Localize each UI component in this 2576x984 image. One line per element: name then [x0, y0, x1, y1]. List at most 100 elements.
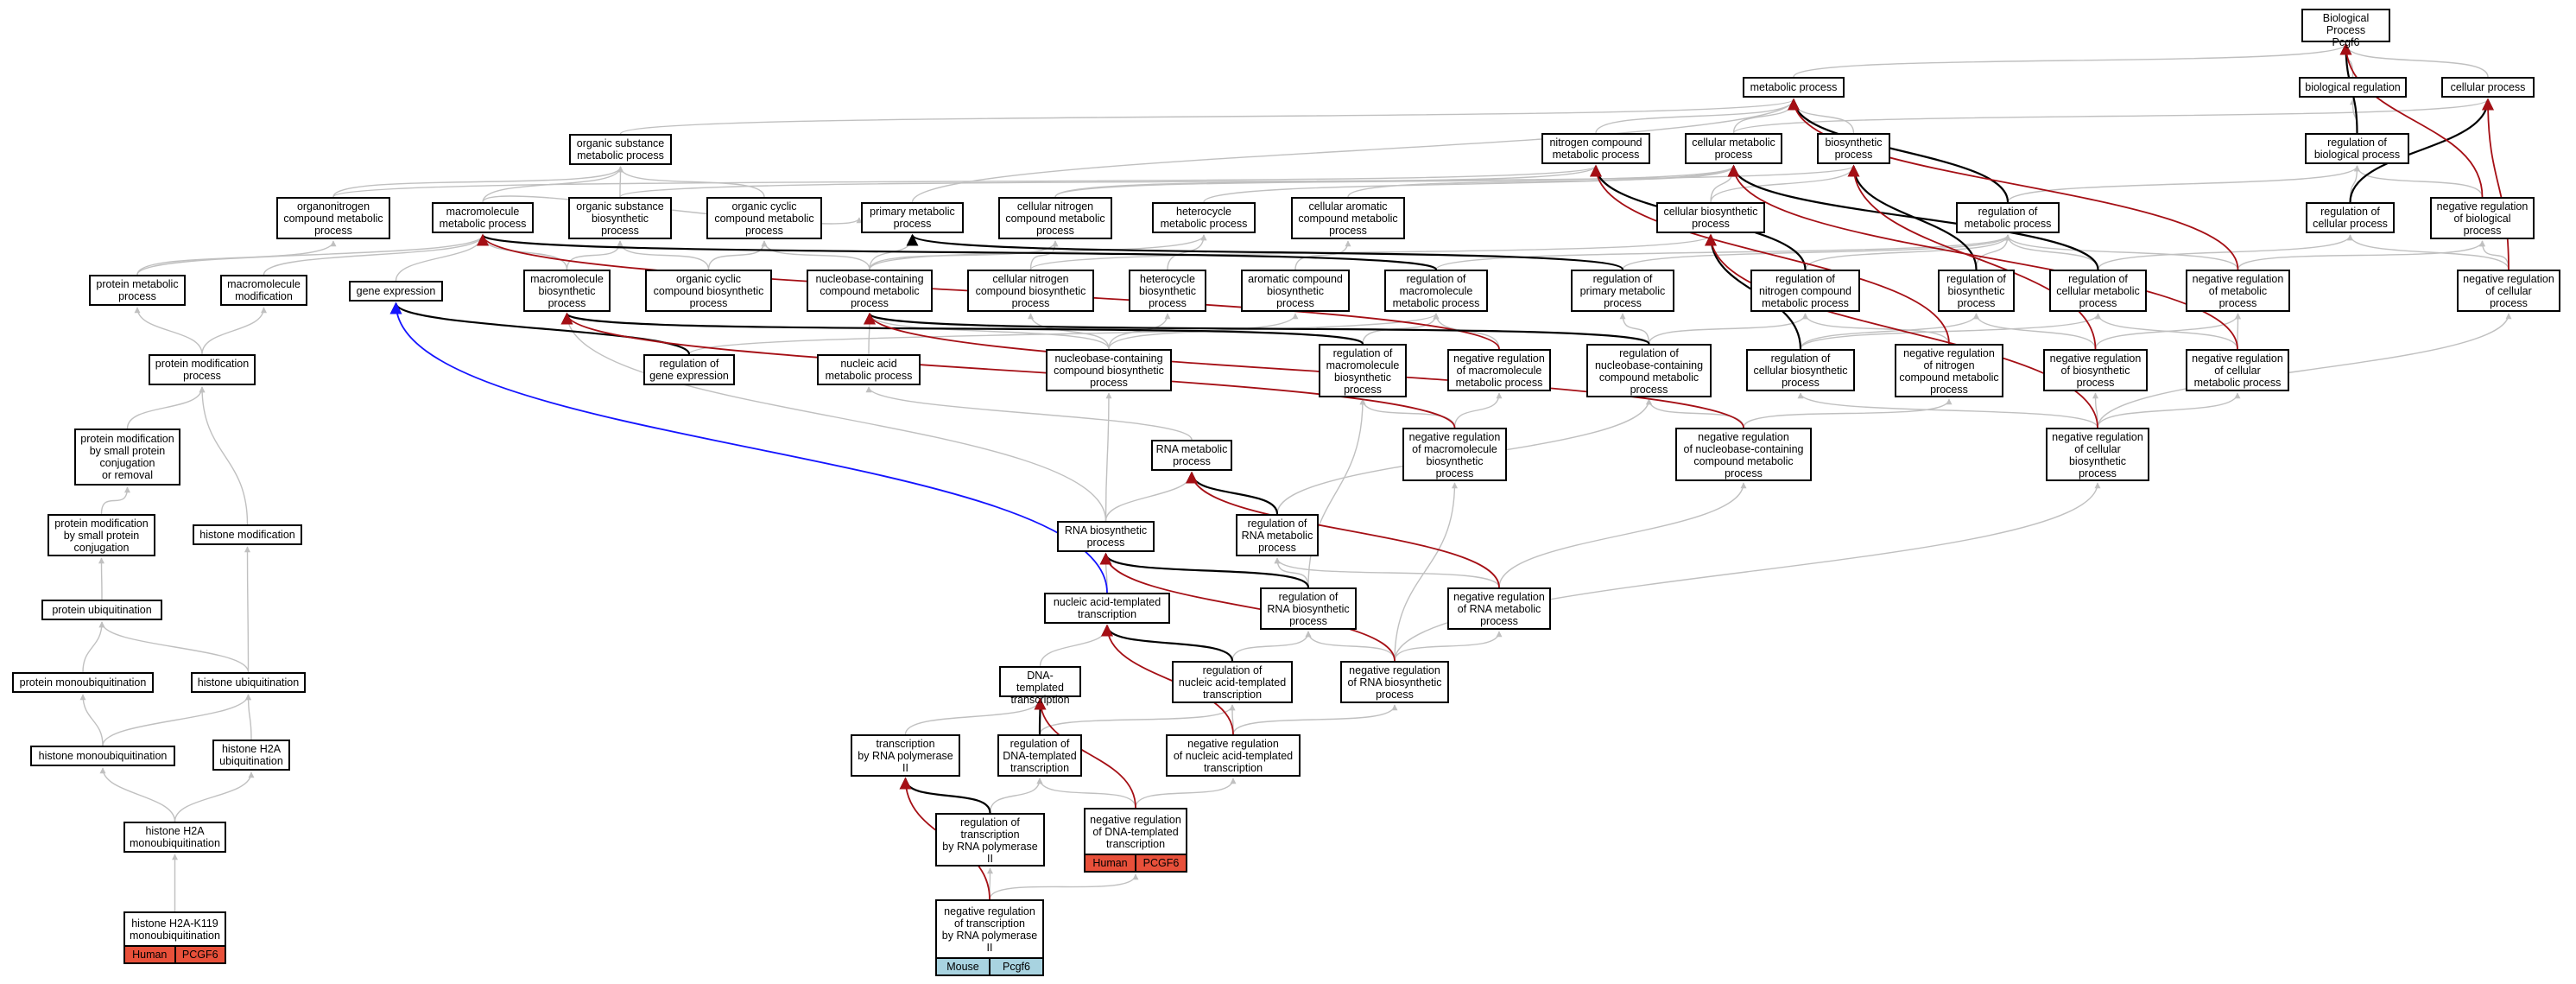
edge-neg_reg_cellular-to-reg_cellular_process	[2347, 234, 2510, 270]
node-transcription-by-rna-polymerase-ii[interactable]: transcription by RNA polymerase II	[851, 734, 960, 777]
node-gene-expression[interactable]: gene expression	[349, 281, 443, 302]
node-aromatic-compound-biosynthetic-process[interactable]: aromatic compound biosynthetic process	[1241, 270, 1350, 312]
node-histone-modification[interactable]: histone modification	[193, 524, 302, 545]
node-cellular-nitrogen-compound-metabolic-process[interactable]: cellular nitrogen compound metabolic pro…	[998, 197, 1112, 239]
node-rna-metabolic-process[interactable]: RNA metabolic process	[1151, 440, 1232, 471]
node-negative-regulation-of-macromolecule-metabolic-process[interactable]: negative regulation of macromolecule met…	[1447, 349, 1551, 391]
node-nucleobase-containing-compound-biosynthetic-process[interactable]: nucleobase-containing compound biosynthe…	[1046, 349, 1172, 391]
node-heterocycle-biosynthetic-process[interactable]: heterocycle biosynthetic process	[1129, 270, 1206, 312]
node-rna-biosynthetic-process[interactable]: RNA biosynthetic process	[1057, 521, 1155, 552]
edge-metabolic_process-to-bp	[1793, 43, 2349, 78]
node-organic-cyclic-compound-biosynthetic-process[interactable]: organic cyclic compound biosynthetic pro…	[645, 270, 772, 312]
node-nitrogen-compound-metabolic-process[interactable]: nitrogen compound metabolic process	[1541, 133, 1650, 164]
node-negative-regulation-of-nitrogen-compound-metabolic-process[interactable]: negative regulation of nitrogen compound…	[1895, 344, 2003, 397]
edge-gene_expression-to-macromolecule_metabolic	[395, 234, 486, 282]
node-negative-regulation-of-metabolic-process[interactable]: negative regulation of metabolic process	[2186, 270, 2290, 312]
node-nucleobase-containing-compound-metabolic-process[interactable]: nucleobase-containing compound metabolic…	[807, 270, 933, 312]
edge-rna_metabolic-to-nucleic_acid_metabolic	[865, 386, 1193, 441]
edge-neg_reg_rna_metabolic-to-reg_rna_metabolic	[1274, 557, 1500, 588]
edge-protein_metabolic-to-macromolecule_metabolic	[136, 234, 486, 276]
edge-reg_transcription_rnap2-to-transcription_rnap2	[899, 777, 991, 814]
node-cellular-nitrogen-compound-biosynthetic-process[interactable]: cellular nitrogen compound biosynthetic …	[967, 270, 1094, 312]
node-histone-h2a-ubiquitination[interactable]: histone H2A ubiquitination	[212, 740, 290, 771]
node-organic-cyclic-compound-metabolic-process[interactable]: organic cyclic compound metabolic proces…	[706, 197, 822, 239]
node-cellular-process[interactable]: cellular process	[2441, 77, 2535, 98]
node-regulation-of-cellular-biosynthetic-process[interactable]: regulation of cellular biosynthetic proc…	[1746, 349, 1855, 391]
node-biological-regulation[interactable]: biological regulation	[2299, 77, 2407, 98]
node-regulation-of-biological-process[interactable]: regulation of biological process	[2305, 133, 2409, 164]
node-histone-ubiquitination[interactable]: histone ubiquitination	[191, 672, 306, 693]
node-dna-templated-transcription[interactable]: DNA-templated transcription	[999, 666, 1081, 706]
node-primary-metabolic-process[interactable]: primary metabolic process	[861, 202, 964, 233]
node-cellular-aromatic-compound-metabolic-process[interactable]: cellular aromatic compound metabolic pro…	[1291, 197, 1405, 239]
edge-neg_reg_biological-to-bp	[2339, 42, 2484, 198]
node-macromolecule-biosynthetic-process[interactable]: macromolecule biosynthetic process	[523, 270, 611, 312]
node-negative-regulation-of-biosynthetic-process[interactable]: negative regulation of biosynthetic proc…	[2043, 349, 2148, 391]
node-regulation-of-nucleic-acid-templated-transcription[interactable]: regulation of nucleic acid-templated tra…	[1172, 661, 1293, 703]
node-regulation-of-cellular-metabolic-process[interactable]: regulation of cellular metabolic process	[2049, 270, 2147, 312]
edge-reg_rna_metabolic-to-rna_metabolic	[1186, 471, 1279, 515]
node-regulation-of-transcription-by-rna-polymerase-ii[interactable]: regulation of transcription by RNA polym…	[935, 813, 1045, 867]
node-biosynthetic-process[interactable]: biosynthetic process	[1817, 133, 1890, 164]
edge-histone_monoubiquitination-to-protein_monoubiquitination	[79, 694, 104, 746]
node-histone-monoubiquitination[interactable]: histone monoubiquitination	[30, 746, 175, 766]
node-negative-regulation-of-nucleic-acid-templated-transcription[interactable]: negative regulation of nucleic acid-temp…	[1166, 734, 1301, 777]
edge-reg_primary_metabolic-to-reg_metabolic	[1622, 234, 2011, 270]
node-negative-regulation-of-cellular-biosynthetic-process[interactable]: negative regulation of cellular biosynth…	[2046, 428, 2149, 481]
node-organic-substance-metabolic-process[interactable]: organic substance metabolic process	[569, 134, 672, 165]
edge-heterocycle_biosynthetic-to-heterocycle_metabolic	[1167, 234, 1207, 270]
edge-reg_nitrogen_metabolic-to-reg_metabolic	[1804, 234, 2011, 270]
edge-protein_modification-to-macromolecule_modification	[201, 307, 267, 355]
node-heterocycle-metabolic-process[interactable]: heterocycle metabolic process	[1152, 202, 1256, 233]
node-negative-regulation-of-rna-metabolic-process[interactable]: negative regulation of RNA metabolic pro…	[1447, 587, 1551, 630]
node-negative-regulation-of-macromolecule-biosynthetic-process[interactable]: negative regulation of macromolecule bio…	[1402, 428, 1507, 481]
edge-neg_reg_metabolic-to-reg_metabolic	[2004, 234, 2239, 270]
node-negative-regulation-of-rna-biosynthetic-process[interactable]: negative regulation of RNA biosynthetic …	[1340, 661, 1449, 703]
edge-organonitrogen-to-organic_substance_metabolic	[332, 166, 623, 198]
node-negative-regulation-of-cellular-process[interactable]: negative regulation of cellular process	[2457, 270, 2560, 312]
node-macromolecule-modification[interactable]: macromolecule modification	[220, 275, 307, 306]
node-regulation-of-metabolic-process[interactable]: regulation of metabolic process	[1956, 202, 2060, 233]
edge-reg_cellular_metabolic-to-cellular_metabolic	[1727, 164, 2099, 270]
edge-neg_reg_rna_biosynthetic-to-neg_reg_cellular_biosynthetic	[1394, 482, 2101, 662]
node-regulation-of-rna-biosynthetic-process[interactable]: regulation of RNA biosynthetic process	[1260, 587, 1357, 630]
node-regulation-of-dna-templated-transcription[interactable]: regulation of DNA-templated transcriptio…	[997, 734, 1082, 777]
edge-neg_reg_nucleic_templated-to-neg_reg_rna_biosynthetic	[1232, 704, 1398, 735]
edge-protein_monoubiquitination-to-protein_ubiquitination	[82, 621, 105, 673]
edge-neg_reg_rna_biosynthetic-to-reg_rna_biosynthetic	[1305, 631, 1396, 662]
node-regulation-of-macromolecule-metabolic-process[interactable]: regulation of macromolecule metabolic pr…	[1384, 270, 1488, 312]
node-regulation-of-cellular-process[interactable]: regulation of cellular process	[2306, 202, 2395, 233]
node-histone-h2a-monoubiquitination[interactable]: histone H2A monoubiquitination	[123, 822, 226, 853]
edge-reg_rna_biosynthetic-to-reg_rna_metabolic	[1274, 557, 1309, 588]
node-cellular-metabolic-process[interactable]: cellular metabolic process	[1685, 133, 1782, 164]
node-regulation-of-macromolecule-biosynthetic-process[interactable]: regulation of macromolecule biosynthetic…	[1319, 344, 1407, 397]
node-macromolecule-metabolic-process[interactable]: macromolecule metabolic process	[432, 202, 534, 233]
node-regulation-of-rna-metabolic-process[interactable]: regulation of RNA metabolic process	[1236, 514, 1319, 556]
node-nucleic-acid-templated-transcription[interactable]: nucleic acid-templated transcription	[1044, 593, 1170, 624]
node-protein-monoubiquitination[interactable]: protein monoubiquitination	[12, 672, 154, 693]
node-negative-regulation-of-cellular-metabolic-process[interactable]: negative regulation of cellular metaboli…	[2186, 349, 2289, 391]
node-regulation-of-primary-metabolic-process[interactable]: regulation of primary metabolic process	[1571, 270, 1674, 312]
node-regulation-of-biosynthetic-process[interactable]: regulation of biosynthetic process	[1938, 270, 2015, 312]
node-regulation-of-gene-expression[interactable]: regulation of gene expression	[643, 354, 735, 385]
node-cellular-biosynthetic-process[interactable]: cellular biosynthetic process	[1656, 202, 1765, 233]
node-protein-modification-by-small-protein-conjugation[interactable]: protein modification by small protein co…	[47, 514, 155, 556]
node-regulation-of-nitrogen-compound-metabolic-process[interactable]: regulation of nitrogen compound metaboli…	[1750, 270, 1860, 312]
node-regulation-of-nucleobase-containing-compound-metabolic-process[interactable]: regulation of nucleobase-containing comp…	[1586, 344, 1712, 397]
node-organic-substance-biosynthetic-process[interactable]: organic substance biosynthetic process	[568, 197, 672, 239]
node-negative-regulation-of-dna-templated-transcription[interactable]: negative regulation of DNA-templated tra…	[1084, 808, 1187, 873]
node-nucleic-acid-metabolic-process[interactable]: nucleic acid metabolic process	[817, 354, 921, 385]
node-metabolic-process[interactable]: metabolic process	[1743, 77, 1845, 98]
node-protein-modification-by-small-protein-conjugation-or-removal[interactable]: protein modification by small protein co…	[74, 429, 180, 486]
node-negative-regulation-of-transcription-by-rna-polymerase-ii[interactable]: negative regulation of transcription by …	[935, 899, 1044, 976]
node-protein-modification-process[interactable]: protein modification process	[149, 354, 256, 385]
node-histone-h2a-k119-monoubiquitination[interactable]: histone H2A-K119 monoubiquitination Huma…	[123, 911, 226, 964]
node-protein-ubiquitination[interactable]: protein ubiquitination	[41, 600, 162, 620]
edge-reg_cellular_biosynthetic-to-reg_biosynthetic	[1800, 313, 1979, 350]
node-protein-metabolic-process[interactable]: protein metabolic process	[89, 275, 186, 306]
node-biological-process[interactable]: Biological Process Pcgf6	[2301, 9, 2390, 48]
edge-histone_h2a_monoubiquitination-to-histone_h2a_ubiquitination	[174, 771, 255, 822]
node-negative-regulation-of-biological-process[interactable]: negative regulation of biological proces…	[2430, 197, 2535, 239]
node-negative-regulation-of-nucleobase-containing-compound-metabolic-process[interactable]: negative regulation of nucleobase-contai…	[1675, 428, 1812, 481]
node-organonitrogen-compound-metabolic-process[interactable]: organonitrogen compound metabolic proces…	[276, 197, 390, 239]
